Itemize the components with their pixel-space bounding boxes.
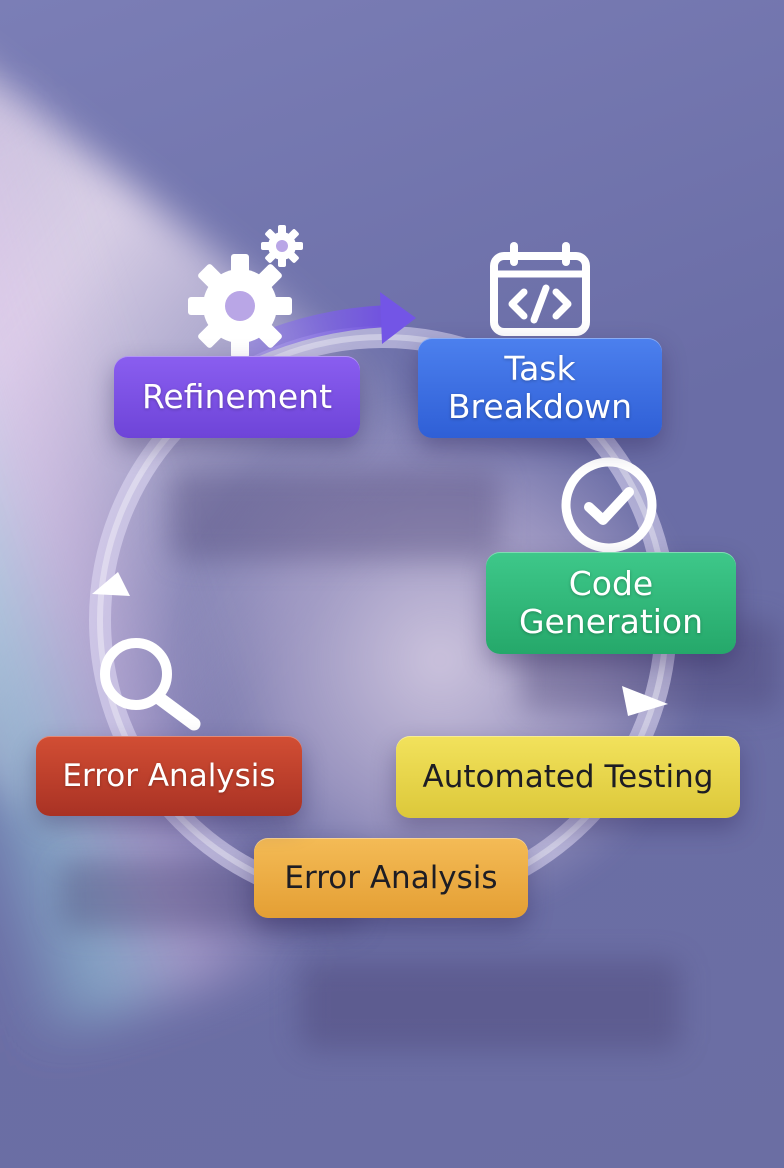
top-arrowhead: [380, 292, 416, 344]
step-refinement: Refinement: [114, 356, 360, 438]
step-error-analysis-bottom: Error Analysis: [254, 838, 528, 918]
step-label: Error Analysis: [62, 758, 276, 794]
step-automated-testing: Automated Testing: [396, 736, 740, 818]
step-label: Refinement: [141, 377, 333, 416]
step-task-breakdown: Task Breakdown: [418, 338, 662, 438]
step-label-line-2: Breakdown: [447, 387, 633, 426]
step-code-generation: Code Generation: [486, 552, 736, 654]
step-label-line-2: Generation: [518, 602, 704, 641]
checkmark-circle-icon: [560, 456, 658, 554]
step-label-line-1: Task: [504, 349, 576, 388]
step-label: Error Analysis: [284, 860, 498, 896]
right-arrowhead: [622, 686, 668, 716]
step-label-line-1: Code: [568, 564, 654, 603]
step-label: Automated Testing: [422, 759, 714, 795]
step-error-analysis-left: Error Analysis: [36, 736, 302, 816]
calendar-code-icon: [488, 242, 592, 338]
magnifier-icon: [96, 636, 204, 732]
left-arrowhead: [92, 572, 130, 596]
gears-icon: [186, 222, 310, 362]
